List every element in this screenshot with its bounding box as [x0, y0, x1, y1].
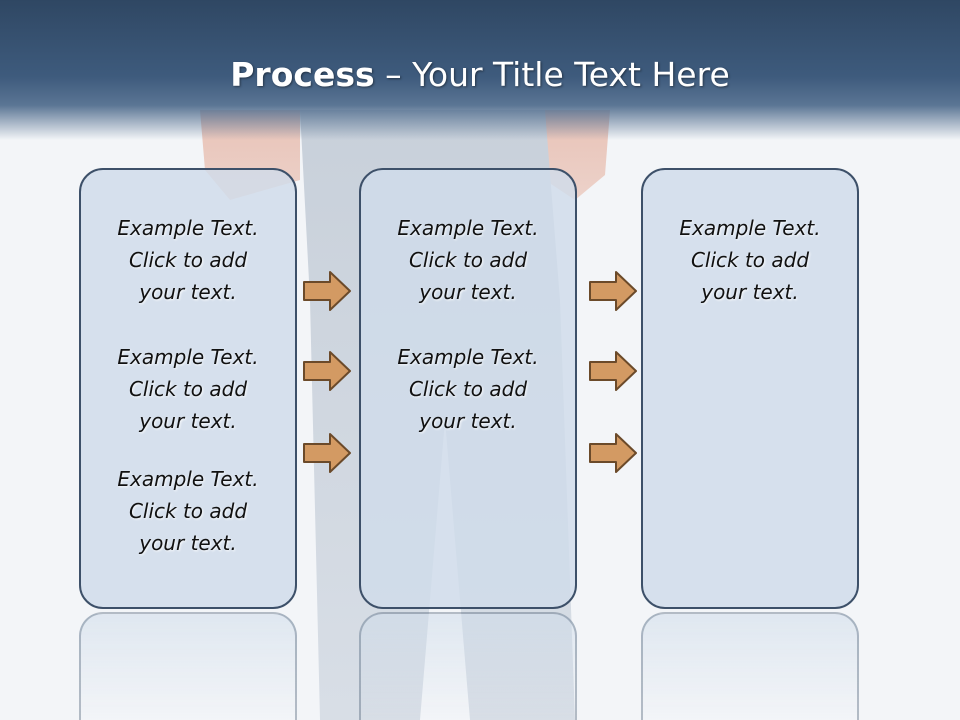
text-placeholder[interactable]: Example Text. Click to add your text. [81, 212, 295, 308]
text-line: Example Text. [679, 216, 821, 240]
text-line: Example Text. [397, 216, 539, 240]
text-line: Click to add [128, 377, 248, 401]
text-line: your text. [139, 409, 237, 433]
text-line: your text. [419, 280, 517, 304]
box-reflection [359, 612, 577, 720]
box-reflection [641, 612, 859, 720]
text-line: Click to add [408, 248, 528, 272]
text-line: your text. [701, 280, 799, 304]
process-box-3[interactable]: Example Text. Click to add your text. [641, 168, 859, 609]
text-placeholder[interactable]: Example Text. Click to add your text. [361, 341, 575, 437]
text-line: Example Text. [397, 345, 539, 369]
right-arrow-icon[interactable] [302, 350, 352, 392]
process-box-1[interactable]: Example Text. Click to add your text. Ex… [79, 168, 297, 609]
text-line: Click to add [408, 377, 528, 401]
text-line: Click to add [128, 248, 248, 272]
title-rest: – Your Title Text Here [385, 55, 730, 94]
box-reflection [79, 612, 297, 720]
process-box-2[interactable]: Example Text. Click to add your text. Ex… [359, 168, 577, 609]
text-placeholder[interactable]: Example Text. Click to add your text. [81, 463, 295, 559]
header-bar [0, 0, 960, 140]
text-line: Click to add [690, 248, 810, 272]
text-placeholder[interactable]: Example Text. Click to add your text. [361, 212, 575, 308]
right-arrow-icon[interactable] [302, 270, 352, 312]
text-placeholder[interactable]: Example Text. Click to add your text. [643, 212, 857, 308]
text-line: Example Text. [117, 216, 259, 240]
text-line: Click to add [128, 499, 248, 523]
right-arrow-icon[interactable] [588, 432, 638, 474]
text-placeholder[interactable]: Example Text. Click to add your text. [81, 341, 295, 437]
text-line: Example Text. [117, 467, 259, 491]
text-line: your text. [139, 531, 237, 555]
slide-title[interactable]: Process – Your Title Text Here [0, 55, 960, 94]
text-line: Example Text. [117, 345, 259, 369]
right-arrow-icon[interactable] [588, 270, 638, 312]
text-line: your text. [139, 280, 237, 304]
title-bold: Process [230, 55, 375, 94]
right-arrow-icon[interactable] [588, 350, 638, 392]
text-line: your text. [419, 409, 517, 433]
right-arrow-icon[interactable] [302, 432, 352, 474]
